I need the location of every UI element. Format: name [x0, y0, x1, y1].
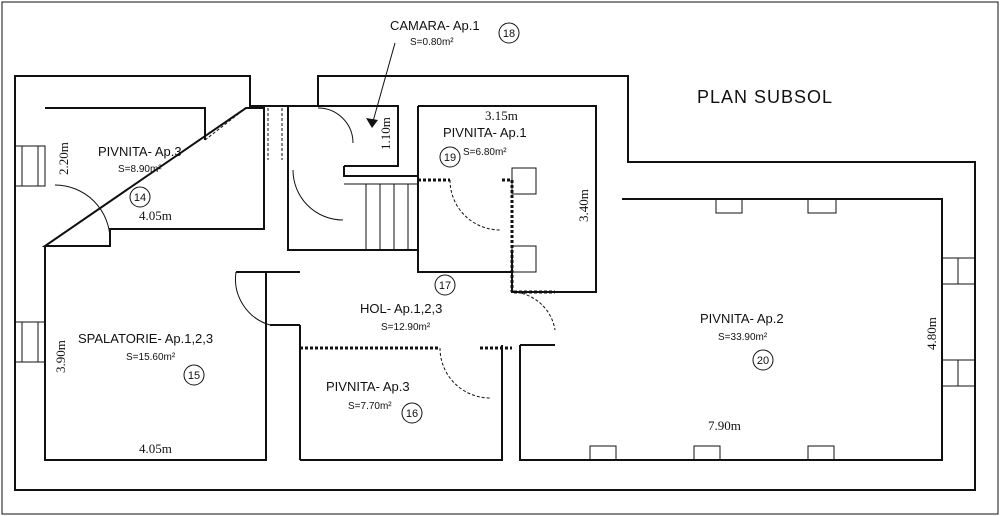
- camara-arrow: [371, 42, 396, 126]
- room-area-pivnita-ap2: S=33.90m²: [718, 332, 768, 343]
- room-number-circle: [183, 364, 205, 386]
- room-name-hol: HOL- Ap.1,2,3: [360, 301, 442, 316]
- dimension-pivnita-ap1-width: 3.15m: [485, 108, 518, 123]
- staircase: [344, 183, 418, 250]
- room-number-14: 14: [134, 192, 146, 204]
- outer-wall: [14, 75, 976, 491]
- dimension-pivnita-ap2-depth: 4.80m: [924, 317, 939, 350]
- room-area-pivnita-ap3-north: S=8.90m²: [118, 164, 162, 175]
- room-number-18: 18: [503, 28, 515, 40]
- dimension-pivnita-ap3-width: 4.05m: [139, 208, 172, 223]
- dashed-lines: [204, 107, 283, 160]
- central-walls: [287, 105, 597, 461]
- room-name-spalatorie: SPALATORIE- Ap.1,2,3: [78, 331, 213, 346]
- room-name-pivnita-ap2: PIVNITA- Ap.2: [700, 311, 784, 326]
- dimension-spalatorie-width: 4.05m: [139, 441, 172, 456]
- room-number-circle: [129, 186, 151, 208]
- room-name-pivnita-ap3-north: PIVNITA- Ap.3: [98, 144, 182, 159]
- room-area-pivnita-ap3-south: S=7.70m²: [348, 401, 392, 412]
- room-number-20: 20: [757, 355, 769, 367]
- dimension-pivnita-ap1-depth: 3.40m: [576, 189, 591, 222]
- chimney-block: [511, 167, 537, 195]
- door-arc-1: [54, 184, 111, 241]
- room-number-circle: [434, 274, 456, 296]
- dimension-spalatorie-depth: 3.90m: [53, 340, 68, 373]
- door-arc-7: [511, 291, 556, 331]
- room-number-15: 15: [188, 370, 200, 382]
- room-name-pivnita-ap1: PIVNITA- Ap.1: [443, 125, 527, 140]
- room-area-camara: S=0.80m²: [410, 37, 454, 48]
- left-wall: [44, 246, 267, 461]
- door-arc-5: [449, 179, 501, 231]
- window-right-bottom: [941, 359, 976, 387]
- plan-title: PLAN SUBSOL: [697, 87, 833, 107]
- room-area-spalatorie: S=15.60m²: [126, 352, 176, 363]
- room-number-19: 19: [444, 152, 456, 164]
- dashed-partition: [300, 178, 555, 350]
- room-number-16: 16: [406, 408, 418, 420]
- dimension-pivnita-ap3-depth: 2.20m: [56, 142, 71, 175]
- room-area-hol: S=12.90m²: [381, 322, 431, 333]
- room-name-pivnita-ap3-south: PIVNITA- Ap.3: [326, 379, 410, 394]
- wall-niches: [589, 199, 837, 460]
- inner-wall: [41, 107, 265, 247]
- window-left-top: [14, 145, 46, 187]
- room-name-camara: CAMARA- Ap.1: [390, 18, 480, 33]
- room-number-circle: [439, 146, 461, 168]
- door-arc-2: [235, 271, 271, 326]
- arrow-head: [366, 118, 378, 128]
- window-right-top: [941, 257, 976, 285]
- room-area-pivnita-ap1: S=6.80m²: [463, 147, 507, 158]
- room-number-circle: [752, 349, 774, 371]
- door-arc-6: [439, 347, 491, 399]
- dimension-pivnita-ap2-width: 7.90m: [708, 418, 741, 433]
- door-arc-3: [317, 107, 354, 144]
- chimney-block: [511, 245, 537, 273]
- main-cellar-wall: [519, 198, 943, 461]
- window-left-bottom: [14, 321, 46, 363]
- hall-walls: [266, 271, 555, 346]
- room-number-17: 17: [439, 280, 451, 292]
- door-arc-4: [292, 169, 344, 221]
- room-number-circle: [401, 402, 423, 424]
- room-number-circle: [498, 22, 520, 44]
- dimension-camara-height: 1.10m: [378, 117, 393, 150]
